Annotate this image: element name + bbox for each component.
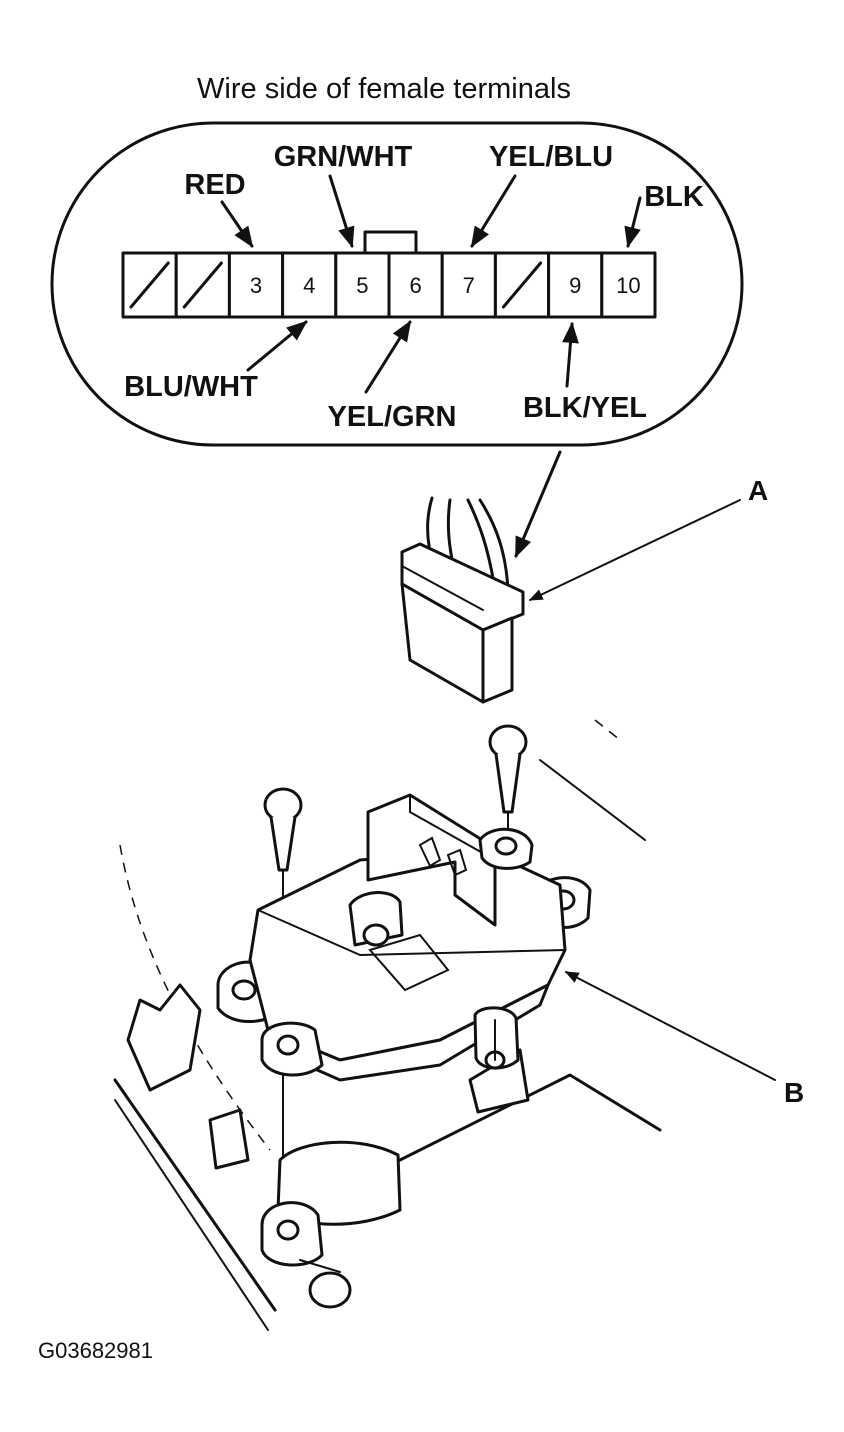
switch-slot (368, 933, 450, 992)
unused-terminal-slash (501, 261, 543, 309)
terminal-cell: 5 (334, 251, 391, 319)
terminal-cell: 7 (440, 251, 497, 319)
wire-label-grn-wht: GRN/WHT (274, 141, 413, 173)
bolt-hole (494, 836, 518, 856)
connector-callout-bubble: Wire side of female terminals 3 4 5 6 7 9 10 R… (50, 73, 744, 447)
wire-label-yel-blu: YEL/BLU (489, 141, 613, 173)
terminal-cell-box (281, 251, 338, 319)
wire-arrow-blu-wht (246, 320, 308, 372)
socket-terminal (418, 836, 442, 868)
bubble-to-connector-arrow (514, 450, 562, 558)
wire-label-red: RED (184, 169, 245, 201)
transmission-housing (113, 719, 662, 1331)
switch-socket (366, 793, 497, 927)
terminal-cell-box (440, 251, 497, 319)
range-switch-b (216, 793, 592, 1082)
wire-arrow-blk-yel (562, 321, 579, 388)
terminal-number: 4 (303, 273, 315, 298)
switch-shaft-hole (362, 923, 390, 947)
screw-shank (494, 752, 522, 814)
screw-right (488, 724, 528, 861)
terminal-cell-box (387, 251, 444, 319)
wire-label-blu-wht: BLU/WHT (124, 371, 258, 403)
bolt-hole (276, 1034, 300, 1056)
connector-a-edge (401, 565, 484, 611)
terminal-cell-box (547, 251, 604, 319)
wire-arrow-yel-grn (364, 320, 412, 394)
wire-label-blk-yel: BLK/YEL (523, 392, 647, 424)
housing-curve (119, 844, 271, 1151)
housing-rib (208, 1108, 250, 1170)
callout-arrow-a (528, 499, 741, 601)
callout-arrow-b (564, 971, 776, 1081)
wire-arrow-grn-wht (328, 174, 355, 249)
housing-edge (539, 759, 646, 841)
switch-bolt-boss (473, 1006, 520, 1070)
housing-edge (114, 1099, 269, 1331)
terminal-number: 3 (250, 273, 262, 298)
unused-terminal-slash (182, 261, 223, 309)
terminal-number: 7 (463, 273, 475, 298)
connector-view-title: Wire side of female terminals (197, 73, 571, 105)
terminal-cell: 9 (547, 251, 604, 319)
harness-wire (466, 498, 496, 586)
harness-connector-a (400, 496, 525, 704)
callout-label-b: B (784, 1077, 804, 1108)
screw-shank (269, 815, 297, 872)
terminal-number: 5 (356, 273, 368, 298)
socket-edge (409, 794, 496, 861)
switch-body-edge (257, 909, 566, 957)
terminal-cell: 4 (281, 251, 338, 319)
housing-edge (299, 1259, 341, 1273)
wire-label-yel-grn: YEL/GRN (328, 401, 457, 433)
terminal-number: 6 (409, 273, 421, 298)
socket-terminal (446, 848, 468, 877)
housing-edge (113, 1078, 277, 1312)
terminal-cell: 10 (600, 251, 657, 319)
mount-hole (231, 979, 257, 1001)
connector-lock-tab (363, 230, 418, 256)
wire-arrow-yel-blu (470, 174, 517, 248)
callout-outline (50, 121, 744, 447)
terminal-cell: 3 (227, 251, 285, 319)
housing-bolt-hole (276, 1219, 300, 1241)
connector-a-side (481, 616, 514, 704)
unused-terminal-slash (129, 261, 170, 309)
terminal-cell: 6 (387, 251, 444, 319)
wire-arrow-blk (624, 196, 642, 249)
terminal-cell-box (227, 251, 285, 319)
wire-arrow-red (220, 200, 254, 248)
housing-bolt-hole (308, 1271, 352, 1309)
housing-edge (594, 719, 621, 741)
terminal-row: 3 4 5 6 7 9 10 (121, 251, 657, 319)
housing-edge (398, 1073, 662, 1162)
figure-id: G03682981 (38, 1338, 153, 1363)
wire-label-blk: BLK (644, 181, 704, 213)
callout-label-a: A (748, 475, 768, 506)
terminal-cell-box (600, 251, 657, 319)
terminal-cell (121, 251, 178, 319)
harness-wire (478, 498, 510, 592)
terminal-cell (174, 251, 231, 319)
terminal-number: 10 (616, 273, 640, 298)
housing-boss (126, 983, 202, 1092)
terminal-number: 9 (569, 273, 581, 298)
terminal-cell (493, 251, 551, 319)
